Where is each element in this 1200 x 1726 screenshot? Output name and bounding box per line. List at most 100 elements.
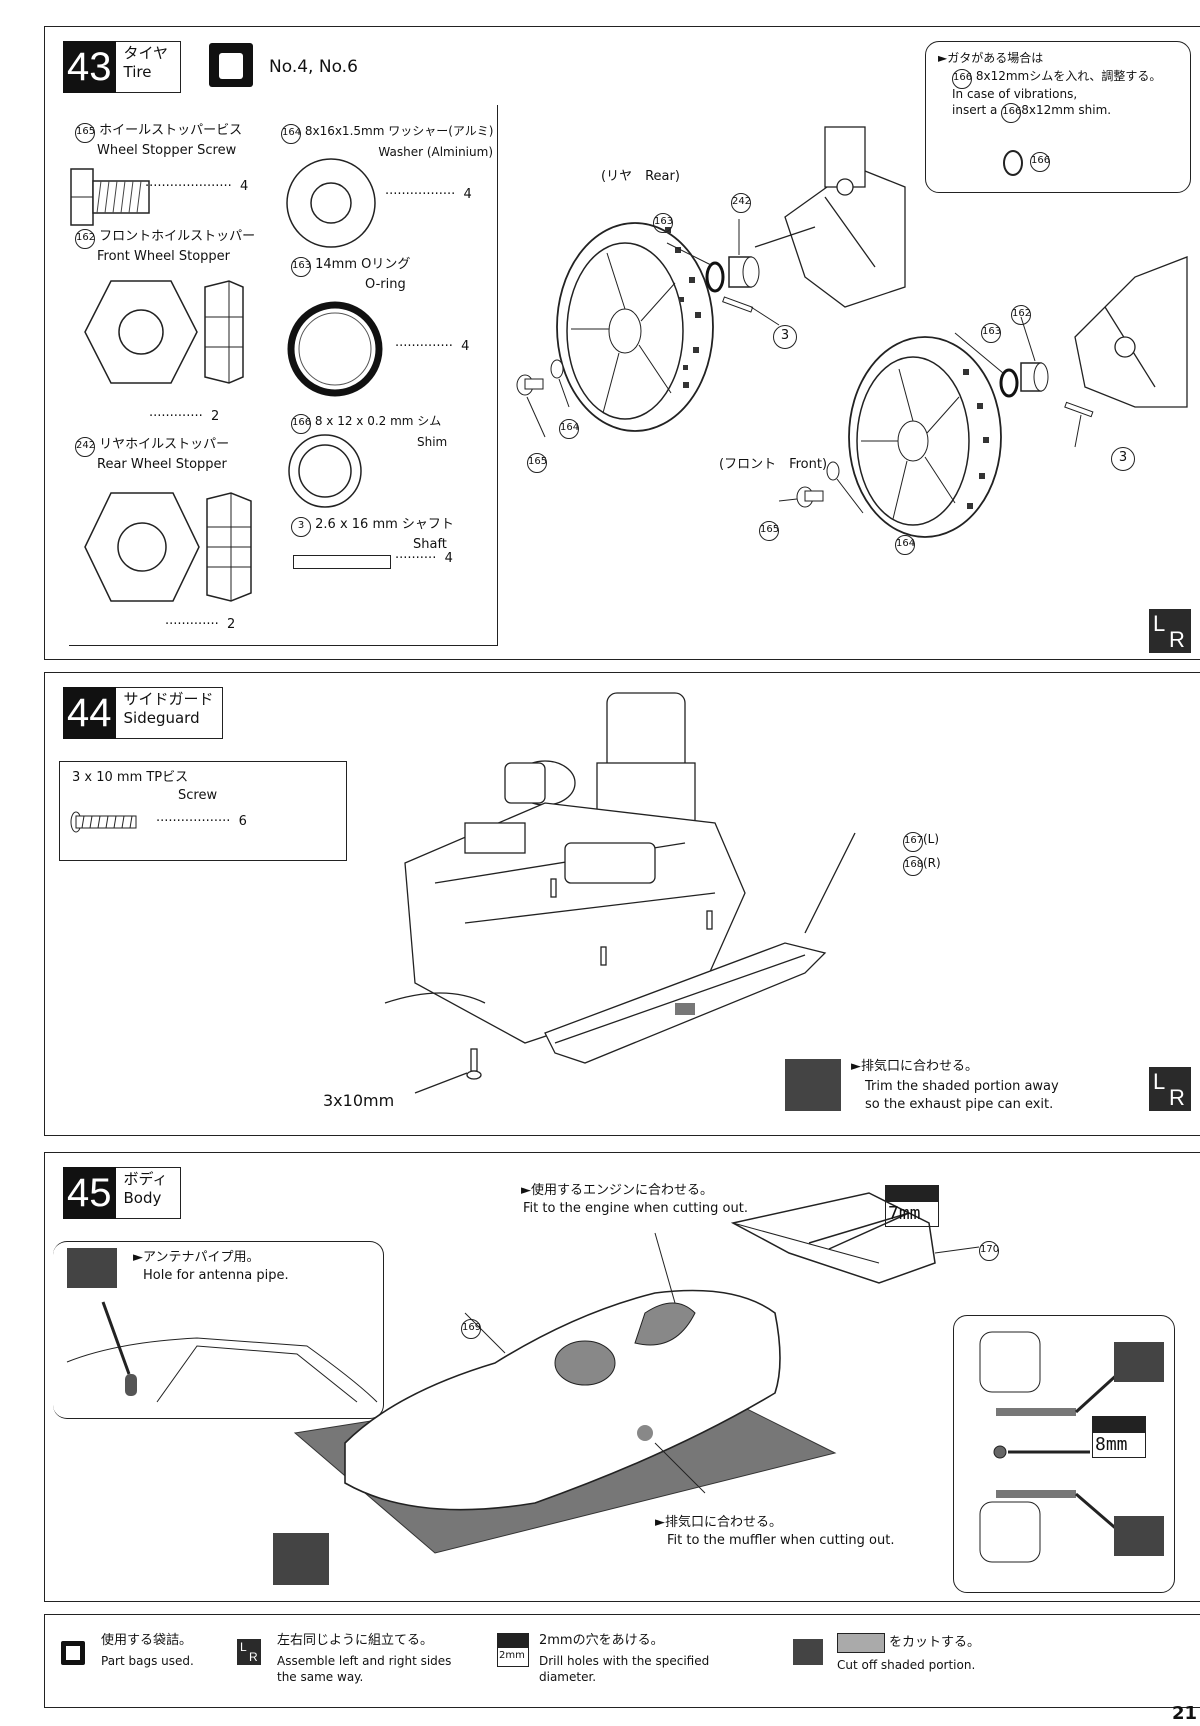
callout-3-rear: 3	[773, 325, 797, 349]
muffler-cut-note-en: Fit to the muffler when cutting out.	[667, 1533, 895, 1548]
callout-163-rear: 163	[653, 213, 673, 233]
callout-163-front: 163	[981, 323, 1001, 343]
front-screw	[796, 486, 824, 508]
shaft-drawing	[293, 555, 391, 569]
step-number: 45	[63, 1167, 116, 1219]
rear-wheel-stopper-drawing	[84, 492, 252, 602]
rear-wheel	[556, 222, 714, 432]
callout-242: 242	[731, 193, 751, 213]
page-number: 21	[1172, 1703, 1198, 1724]
drill-icon-8mm: 8mm	[1092, 1416, 1146, 1458]
sideguard-assembly-drawing	[384, 692, 856, 1094]
rear-stopper	[728, 256, 760, 288]
rear-chassis	[754, 126, 906, 308]
drill-icon-7mm: 7mm	[885, 1185, 939, 1227]
shim-drawing	[288, 434, 362, 508]
callout-164-front: 164	[895, 535, 915, 555]
step-number: 43	[63, 41, 116, 93]
exhaust-note-en1: Trim the shaded portion away	[865, 1079, 1059, 1094]
legend-lr-en1: Assemble left and right sides	[277, 1654, 452, 1668]
vibration-callout: ►ガタがある場合は 166 8x12mmシムを入れ、調整する。 In case …	[925, 41, 1191, 193]
part-164-qty: ················· 4	[385, 187, 472, 202]
part-169-label: 169	[461, 1319, 481, 1339]
part-163-label: 163 14mm Oリング O-ring	[291, 257, 411, 292]
step-43-panel: 43 タイヤ Tire No.4, No.6 165 ホイールストッパービス W…	[44, 26, 1200, 660]
part-242-label: 242 リヤホイルストッパー Rear Wheel Stopper	[75, 437, 230, 472]
part-168-label: 168(R)	[903, 855, 941, 876]
legend-cut-jp: をカットする。	[889, 1635, 981, 1650]
legend-lr-jp: 左右同じように組立てる。	[277, 1633, 434, 1648]
part-165-label: 165 ホイールストッパービス Wheel Stopper Screw	[75, 123, 243, 158]
step-number: 44	[63, 687, 116, 739]
shaft-pin-front	[1064, 401, 1094, 418]
cut-shaded-icon	[273, 1533, 329, 1585]
step-title: タイヤ Tire	[115, 41, 181, 93]
bag-icon	[209, 43, 253, 87]
step-45-panel: 45 ボディ Body ►アンテナパイプ用。 Hole for antenna …	[44, 1152, 1200, 1602]
tp-screw-drawing	[70, 811, 137, 833]
rear-label: (リヤ Rear)	[601, 169, 680, 184]
rear-washer	[550, 359, 564, 379]
cut-shaded-icon	[1114, 1342, 1164, 1382]
step-45-header: 45 ボディ Body	[63, 1167, 181, 1219]
part-167-label: 167(L)	[903, 831, 939, 852]
part-163-qty: ·············· 4	[395, 339, 470, 354]
part-170-label: 170	[979, 1241, 999, 1261]
front-wheel-stopper-drawing	[84, 280, 244, 384]
callout-3-front: 3	[1111, 447, 1135, 471]
step-title-jp: タイヤ	[123, 44, 169, 62]
front-chassis	[1074, 256, 1188, 408]
o-ring-front	[999, 368, 1019, 398]
o-ring-drawing	[287, 301, 383, 397]
callout-165-front: 165	[759, 521, 779, 541]
shaded-swatch	[837, 1633, 885, 1653]
legend-cut-en: Cut off shaded portion.	[837, 1658, 976, 1672]
cut-detail-box: 8mm	[953, 1315, 1175, 1593]
front-washer	[826, 461, 840, 481]
antenna-hole-drawing	[66, 1301, 378, 1403]
muffler-cut-note-jp: ►排気口に合わせる。	[655, 1515, 782, 1530]
legend-lr-en2: the same way.	[277, 1670, 364, 1684]
exhaust-note-jp: ►排気口に合わせる。	[851, 1059, 978, 1074]
legend-bag-en: Part bags used.	[101, 1654, 194, 1668]
drill-icon: 2mm	[497, 1633, 529, 1667]
step-43-header: 43 タイヤ Tire	[63, 41, 181, 93]
screw-size-label: 3x10mm	[323, 1091, 395, 1110]
antenna-callout: ►アンテナパイプ用。 Hole for antenna pipe.	[53, 1241, 384, 1419]
part-166-label: 166 8 x 12 x 0.2 mm シム Shim	[291, 414, 448, 449]
front-label: (フロント Front)	[719, 457, 828, 472]
front-wheel	[848, 336, 1002, 538]
legend-drill-en2: diameter.	[539, 1670, 597, 1684]
callout-165-rear: 165	[527, 453, 547, 473]
step-title-en: Tire	[123, 63, 152, 81]
engine-cut-note-jp: ►使用するエンジンに合わせる。	[521, 1183, 713, 1198]
cut-shaded-icon	[1114, 1516, 1164, 1556]
legend-drill-en1: Drill holes with the specified	[539, 1654, 710, 1668]
part-162-qty: ············· 2	[149, 409, 220, 424]
shaft-pin-rear	[722, 296, 754, 313]
step-44-header: 44 サイドガード Sideguard	[63, 687, 223, 739]
callout-162: 162	[1011, 305, 1031, 325]
legend-drill-jp: 2mmの穴をあける。	[539, 1633, 664, 1648]
washer-drawing	[286, 158, 376, 248]
o-ring-rear	[705, 261, 725, 293]
part-165-qty: ····················· 4	[145, 179, 249, 194]
step-title: サイドガード Sideguard	[115, 687, 223, 739]
cut-shaded-icon	[785, 1059, 841, 1111]
cut-shaded-icon	[793, 1639, 823, 1665]
callout-164-rear: 164	[559, 419, 579, 439]
body-shell-drawing	[293, 1232, 837, 1554]
part-162-label: 162 フロントホイルストッパー Front Wheel Stopper	[75, 229, 256, 264]
parts-list-box	[69, 105, 498, 646]
bag-numbers: No.4, No.6	[269, 57, 358, 77]
rear-wing-drawing	[730, 1192, 980, 1284]
part-3-label: 3 2.6 x 16 mm シャフト Shaft	[291, 517, 454, 553]
bag-icon	[61, 1641, 85, 1665]
wheel-stopper-screw-drawing	[70, 168, 150, 226]
tire-assembly-drawing	[516, 126, 1188, 538]
engine-cut-note-en: Fit to the engine when cutting out.	[523, 1201, 748, 1216]
rear-screw	[516, 374, 544, 396]
